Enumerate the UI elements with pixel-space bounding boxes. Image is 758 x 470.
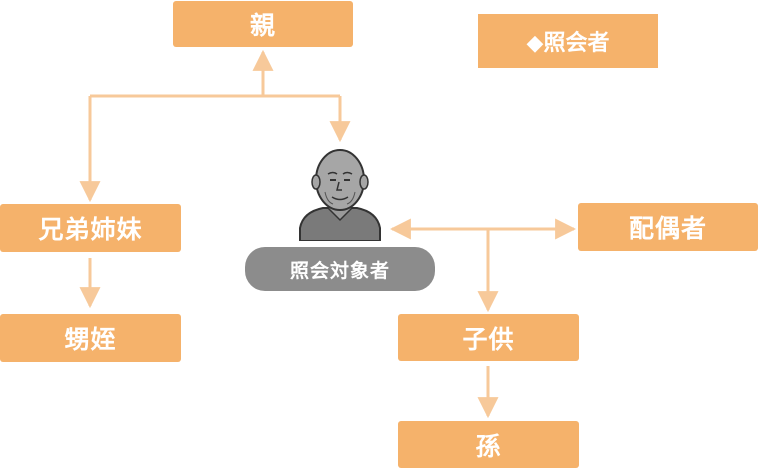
node-siblings: 兄弟姉妹 <box>0 204 181 252</box>
node-parent: 親 <box>173 1 353 47</box>
node-grandchildren: 孫 <box>398 421 579 468</box>
elderly-person-icon <box>299 149 381 241</box>
node-children: 子供 <box>398 314 579 361</box>
legend-inquirer: ◆照会者 <box>478 14 658 68</box>
node-nephews-nieces: 甥姪 <box>0 314 181 362</box>
node-subject: 照会対象者 <box>245 247 435 291</box>
node-spouse: 配偶者 <box>578 203 758 251</box>
